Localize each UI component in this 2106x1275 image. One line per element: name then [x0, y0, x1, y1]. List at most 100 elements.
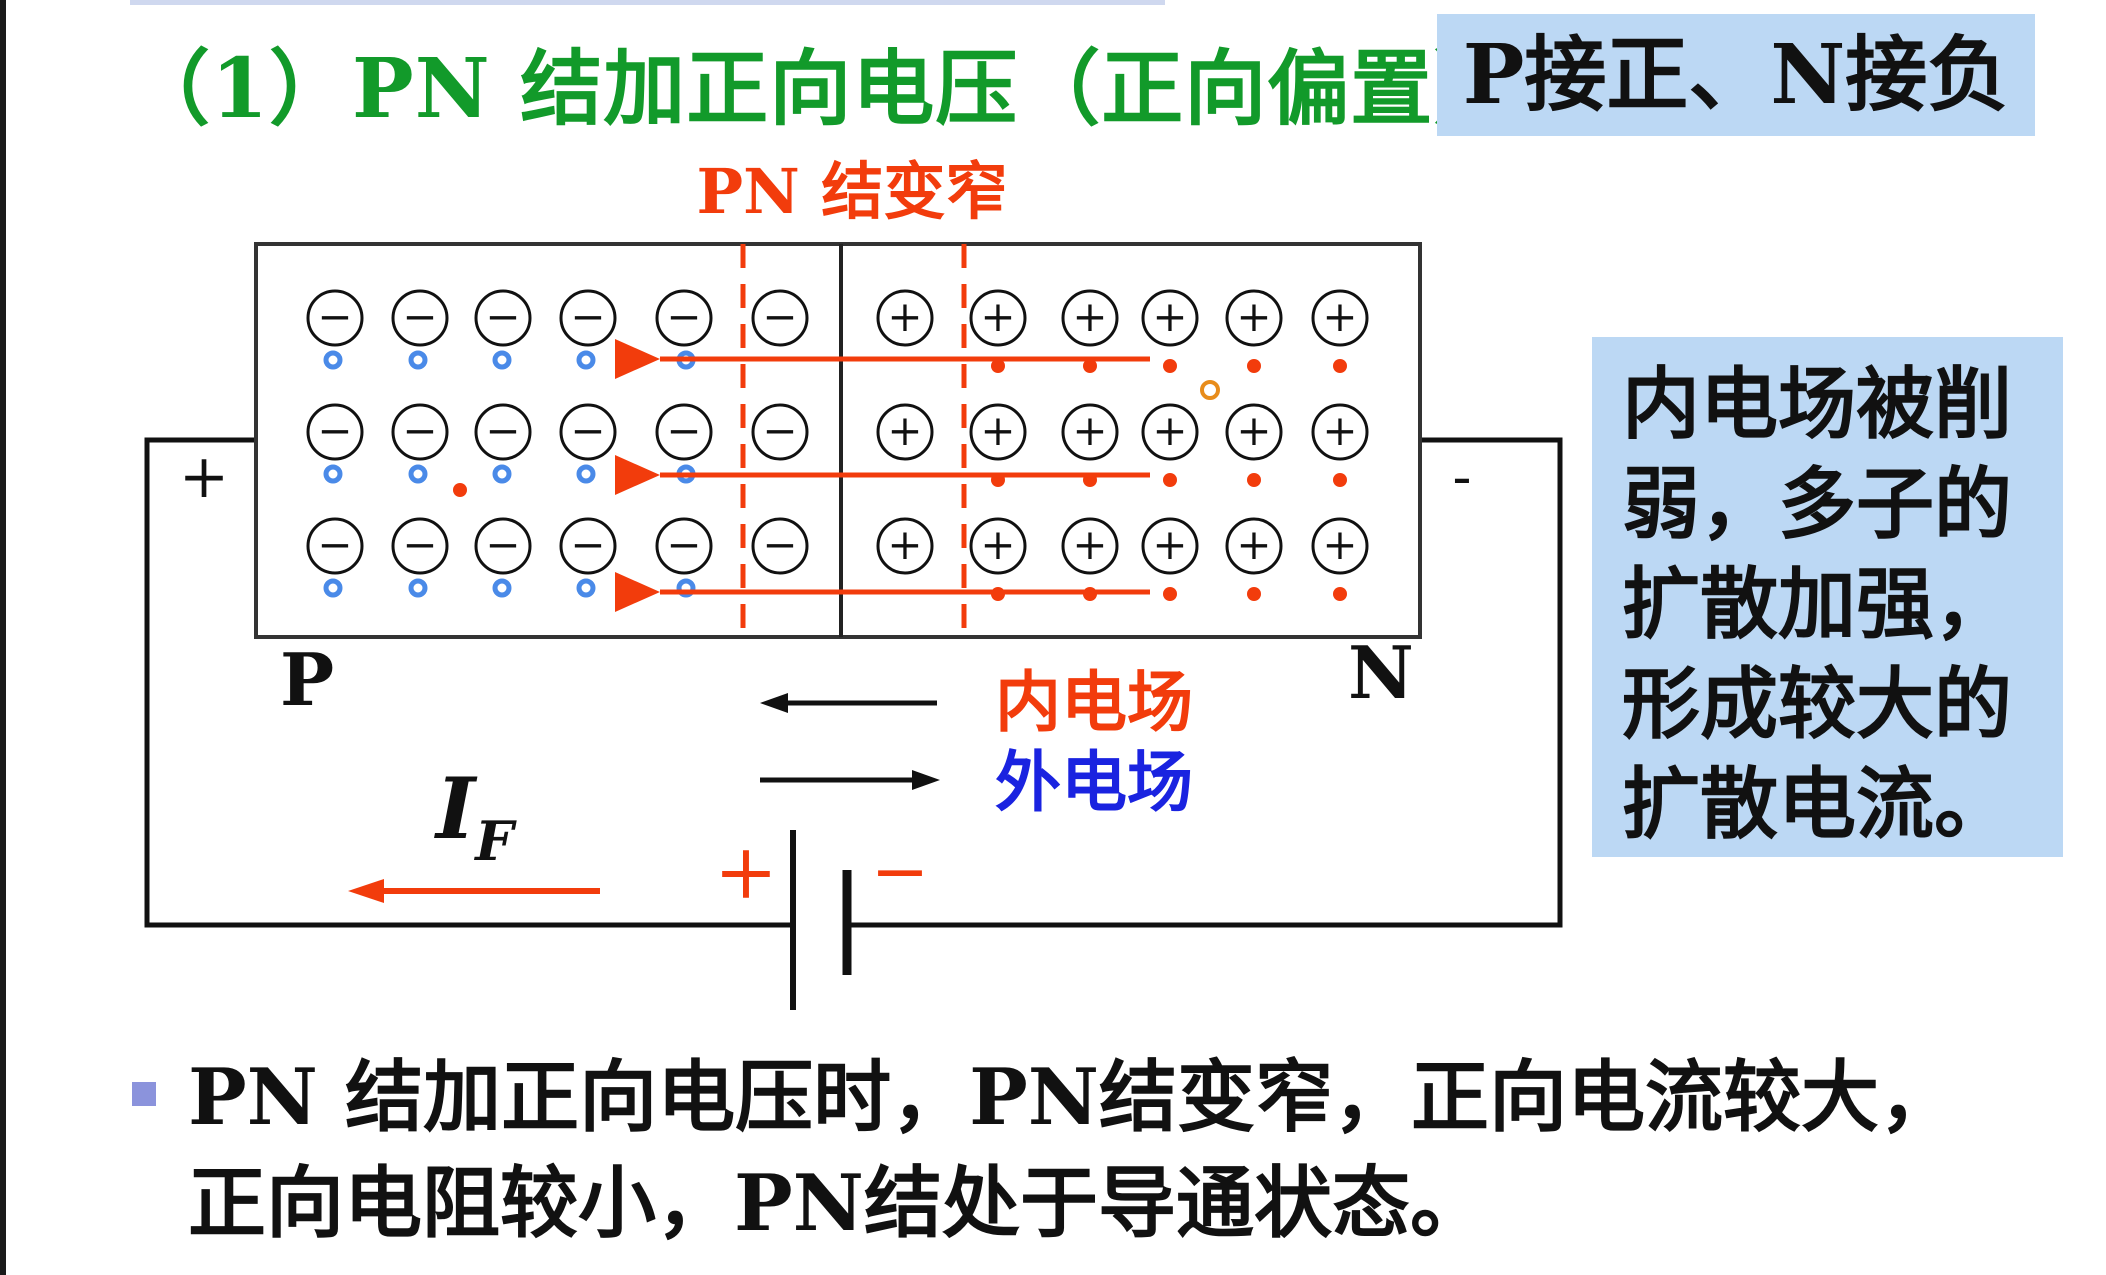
free-electron	[1247, 473, 1261, 487]
battery-plus-label: +	[714, 827, 778, 916]
plus-symbol: +	[1322, 406, 1357, 455]
negative-acceptor-ion	[655, 289, 713, 347]
ion-layer: −−−−−−++++++−−−−−−++++++−−−−−−++++++	[306, 289, 1369, 601]
hole-carrier	[576, 464, 596, 484]
positive-donor-ion	[876, 517, 934, 575]
negative-acceptor-ion	[474, 517, 532, 575]
hole-carrier	[492, 350, 512, 370]
polarity-badge: P接正、N接负	[1437, 14, 2035, 136]
plus-symbol: +	[980, 292, 1015, 341]
negative-acceptor-ion	[391, 289, 449, 347]
outer-field-arrow	[760, 770, 940, 790]
battery-symbol	[790, 830, 852, 1010]
summary-line: PN 结加正向电压时，PN结变窄，正向电流较大，	[188, 1052, 1958, 1143]
positive-donor-ion	[969, 517, 1027, 575]
hole-carrier	[576, 350, 596, 370]
explanation-line: 弱，多子的	[1622, 459, 2013, 550]
negative-acceptor-ion	[391, 403, 449, 461]
inner-field-arrow	[760, 693, 937, 713]
minus-terminal-label: -	[1453, 445, 1472, 510]
hole-carrier	[408, 578, 428, 598]
explanation-line: 形成较大的	[1622, 659, 2013, 750]
minus-symbol: −	[762, 292, 797, 341]
hole-carrier	[492, 464, 512, 484]
battery-minus-label: −	[871, 830, 930, 912]
left-edge-strip	[0, 0, 6, 1275]
minority-hole	[1200, 380, 1220, 400]
minus-symbol: −	[402, 520, 437, 569]
positive-donor-ion	[1311, 289, 1369, 347]
top-decor-strip	[130, 0, 1165, 5]
plus-symbol: +	[1072, 520, 1107, 569]
current-label: IF	[434, 759, 517, 873]
plus-symbol: +	[980, 406, 1015, 455]
minus-symbol: −	[402, 406, 437, 455]
bullet-marker	[132, 1082, 156, 1106]
explanation-box: 内电场被削 弱，多子的 扩散加强， 形成较大的 扩散电流。	[1592, 337, 2063, 857]
p-region-label: P	[280, 637, 334, 722]
hole-carrier	[408, 464, 428, 484]
plus-symbol: +	[1322, 520, 1357, 569]
diffusion-arrows	[615, 339, 1150, 612]
plus-symbol: +	[980, 520, 1015, 569]
plus-symbol: +	[1152, 292, 1187, 341]
minus-symbol: −	[666, 292, 701, 341]
positive-donor-ion	[876, 289, 934, 347]
negative-acceptor-ion	[751, 289, 809, 347]
minus-symbol: −	[762, 406, 797, 455]
negative-acceptor-ion	[655, 403, 713, 461]
minus-symbol: −	[317, 292, 352, 341]
pn-semiconductor-block	[254, 242, 1422, 639]
plus-symbol: +	[1072, 406, 1107, 455]
n-region-label: N	[1348, 630, 1414, 715]
hole-carrier	[323, 464, 343, 484]
plus-symbol: +	[887, 520, 922, 569]
positive-donor-ion	[1141, 517, 1199, 575]
negative-acceptor-ion	[559, 517, 617, 575]
inner-field-label: 内电场	[995, 663, 1193, 741]
free-electron	[1083, 359, 1097, 373]
negative-acceptor-ion	[474, 403, 532, 461]
minus-symbol: −	[485, 520, 520, 569]
hole-carrier	[492, 578, 512, 598]
current-arrow	[348, 879, 600, 903]
minus-symbol: −	[317, 406, 352, 455]
negative-acceptor-ion	[559, 289, 617, 347]
free-electron	[1163, 473, 1177, 487]
minus-symbol: −	[570, 520, 605, 569]
positive-donor-ion	[1311, 517, 1369, 575]
plus-symbol: +	[1072, 292, 1107, 341]
positive-donor-ion	[1225, 403, 1283, 461]
current-symbol: I	[434, 759, 478, 858]
free-electron	[991, 359, 1005, 373]
free-electron	[1333, 359, 1347, 373]
plus-symbol: +	[1152, 520, 1187, 569]
negative-acceptor-ion	[306, 289, 364, 347]
negative-acceptor-ion	[306, 403, 364, 461]
negative-acceptor-ion	[751, 403, 809, 461]
positive-donor-ion	[1141, 403, 1199, 461]
minus-symbol: −	[666, 406, 701, 455]
hole-carrier	[323, 350, 343, 370]
summary-bullet: PN 结加正向电压时，PN结变窄，正向电流较大， 正向电阻较小，PN结处于导通状…	[188, 1045, 2068, 1257]
plus-terminal-label: +	[179, 442, 229, 512]
positive-donor-ion	[876, 403, 934, 461]
hole-carrier	[323, 578, 343, 598]
outer-field-label: 外电场	[995, 743, 1193, 821]
positive-donor-ion	[1141, 289, 1199, 347]
free-electron	[1333, 473, 1347, 487]
minus-symbol: −	[666, 520, 701, 569]
explanation-line: 扩散加强，	[1622, 559, 2013, 650]
plus-symbol: +	[887, 406, 922, 455]
positive-donor-ion	[1061, 289, 1119, 347]
positive-donor-ion	[969, 289, 1027, 347]
positive-donor-ion	[1225, 289, 1283, 347]
minus-symbol: −	[762, 520, 797, 569]
current-subscript: F	[473, 809, 517, 873]
explanation-line: 扩散电流。	[1622, 759, 2013, 850]
positive-donor-ion	[1061, 403, 1119, 461]
minus-symbol: −	[570, 292, 605, 341]
slide-title: （1）PN 结加正向电压（正向偏置）	[128, 41, 1517, 137]
free-electron	[1163, 587, 1177, 601]
